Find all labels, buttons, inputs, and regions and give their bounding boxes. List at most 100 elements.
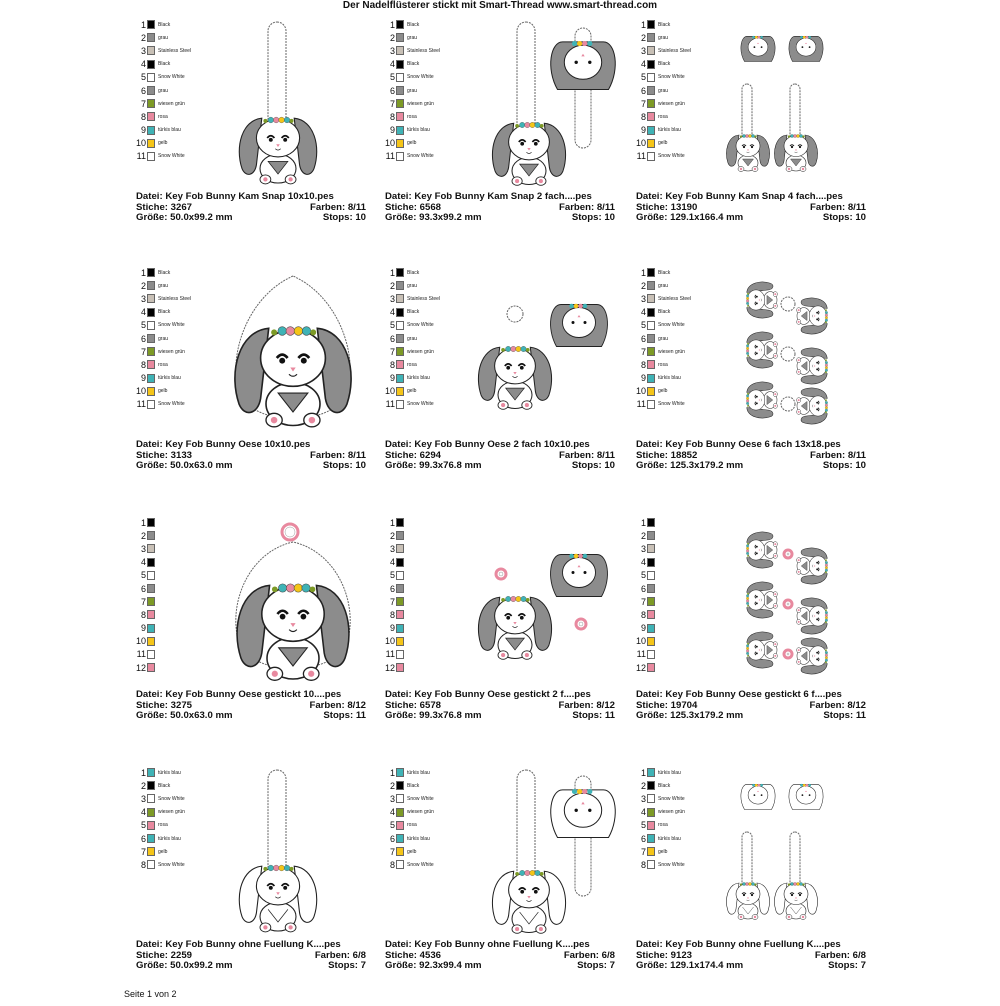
file-name: Datei: Key Fob Bunny ohne Fuellung K....… [136,939,341,950]
color-count: Farben: 8/11 [810,449,866,461]
palette-number: 9 [140,373,146,384]
palette-number: 8 [389,111,395,122]
color-swatch [147,584,155,594]
palette-number: 4 [140,59,146,70]
design-info: Datei: Key Fob Bunny ohne Fuellung K....… [636,939,866,972]
embroidery-preview [238,21,318,185]
color-swatch [147,570,155,580]
palette-number: 4 [389,59,395,70]
palette-number: 8 [389,359,395,370]
info-row: Datei: Key Fob Bunny ohne Fuellung K....… [636,939,866,951]
design-info: Datei: Key Fob Bunny ohne Fuellung K....… [385,939,615,972]
palette-number: 11 [636,399,646,410]
thread-name: grau [407,335,418,342]
bunny-figure [726,882,770,920]
palette-row: 5 [136,569,158,582]
thread-name: Snow White [407,153,434,160]
thread-name: wiesen grün [658,348,685,355]
bunny-figure [238,116,318,185]
palette-number: 2 [640,32,646,43]
thread-name: Black [407,21,420,28]
color-swatch [147,320,155,330]
bunny-group [746,281,778,319]
bunny-face-inverted [550,41,616,91]
thread-name: gelb [158,848,168,855]
color-swatch [647,794,655,804]
thread-name: wiesen grün [407,809,434,816]
palette-number: 2 [389,32,395,43]
embroidery-preview [746,281,828,425]
color-count: Farben: 8/11 [310,201,366,213]
color-swatch [647,518,655,528]
palette-number: 4 [140,807,146,818]
color-swatch [647,663,655,673]
stop-count: Stops: 10 [322,212,366,223]
palette-row: 10 [385,635,407,648]
color-swatch [147,334,155,344]
color-swatch [396,781,404,791]
color-swatch [647,820,655,830]
color-swatch [147,373,155,383]
thread-name: türkis blau [407,835,430,842]
palette-row: 7 [136,595,158,608]
palette-number: 5 [140,820,146,831]
color-swatch [647,768,655,778]
stitch-count: Stiche: 3133 [136,449,192,461]
bunny-group [796,637,828,675]
bunny-group [746,331,778,369]
stop-count: Stops: 10 [822,212,866,223]
bunny-face-inverted [550,303,608,347]
stop-count: Stops: 10 [322,460,366,471]
design-size: Größe: 50.0x99.2 mm [136,212,233,223]
eyelet [780,296,796,312]
bunny-figure [796,297,828,335]
embroidery-preview [726,35,824,172]
palette-number: 3 [389,293,395,304]
palette-number: 7 [640,846,646,857]
thread-name: türkis blau [158,127,181,134]
palette-row: 8 [385,608,407,621]
bunny-face-inverted [550,789,616,839]
palette-row: 1 [136,516,158,529]
palette-number: 10 [636,138,647,149]
stitch-count: Stiche: 13190 [636,201,698,213]
page-footer: Seite 1 von 2 [124,989,177,999]
stitch-count: Stiche: 3275 [136,699,192,711]
file-name: Datei: Key Fob Bunny Oese gestickt 2 f..… [385,689,591,700]
palette-number: 3 [140,793,146,804]
design-size: Größe: 99.3x76.8 mm [385,460,482,471]
palette-number: 4 [389,307,395,318]
color-swatch [647,125,655,135]
color-swatch [647,531,655,541]
color-count: Farben: 6/8 [814,949,866,961]
key-ring [574,617,588,631]
palette-number: 5 [389,820,395,831]
palette-number: 1 [640,267,646,278]
color-swatch [647,347,655,357]
bunny-figure [238,864,318,933]
thread-name: wiesen grün [658,100,685,107]
palette-number: 2 [389,530,395,541]
thread-name: Black [658,309,671,316]
bunny-figure [746,381,778,419]
stop-count: Stops: 7 [328,960,366,971]
palette-row: 12 [136,661,158,674]
palette-number: 7 [140,98,146,109]
thread-name: Black [407,269,420,276]
file-name: Datei: Key Fob Bunny Kam Snap 4 fach....… [636,191,843,202]
